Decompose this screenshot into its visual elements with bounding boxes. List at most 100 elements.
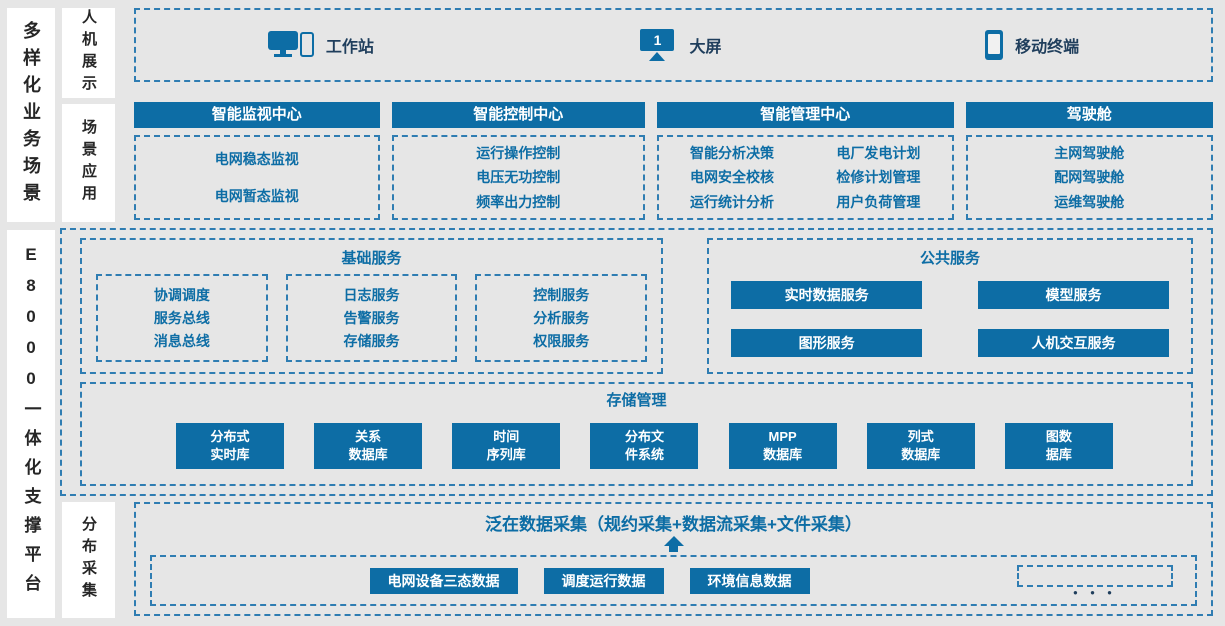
scenario-application-text: 场景应用 bbox=[80, 119, 97, 207]
storage-db-line1: 时间 bbox=[493, 429, 520, 445]
device-item-big-screen: 1 大屏 bbox=[637, 29, 721, 61]
up-arrow-icon bbox=[150, 536, 1197, 552]
scenario-item: 频率出力控制 bbox=[476, 193, 561, 210]
basic-services-title: 基础服务 bbox=[341, 250, 402, 267]
basic-service-item: 协调调度 bbox=[153, 287, 210, 303]
hmi-display-text: 人机展示 bbox=[80, 9, 97, 97]
big-screen-icon: 1 bbox=[637, 29, 677, 61]
storage-db-button: 分布式 实时库 bbox=[176, 423, 284, 469]
storage-db-button: 关系 数据库 bbox=[314, 423, 423, 469]
hmi-display-section: 工作站 1 大屏 移动终端 bbox=[134, 8, 1213, 82]
storage-db-line2: 数据库 bbox=[348, 447, 388, 462]
storage-db-line1: 关系 bbox=[355, 429, 382, 445]
basic-service-item: 日志服务 bbox=[343, 287, 400, 303]
storage-db-line1: 图数 bbox=[1045, 429, 1072, 445]
scenario-item: 智能分析决策 bbox=[690, 145, 775, 162]
storage-db-line2: 数据库 bbox=[763, 447, 803, 462]
scenario-column-body: 运行操作控制 电压无功控制 频率出力控制 bbox=[391, 135, 645, 220]
storage-db-line1: 分布式 bbox=[210, 429, 250, 445]
storage-management-title: 存储管理 bbox=[606, 392, 667, 409]
scenario-column-cockpit: 驾驶舱 主网驾驶舱 配网驾驶舱 运维驾驶舱 bbox=[965, 102, 1213, 220]
storage-db-line2: 数据库 bbox=[901, 447, 941, 462]
storage-button-row: 分布式 实时库 关系 数据库 时间 序列库 分布文 件系统 MPP 数据库 bbox=[92, 416, 1181, 476]
arrow-stem-shape bbox=[669, 546, 678, 552]
scenario-column-monitoring: 智能监视中心 电网稳态监视 电网暂态监视 bbox=[134, 102, 380, 220]
e8000-platform-section: 基础服务 协调调度 服务总线 消息总线 日志服务 告警服务 存储服务 控制服务 bbox=[60, 228, 1213, 496]
scenario-item: 运行统计分析 bbox=[690, 193, 775, 210]
rail-hmi-display-label: 人机展示 bbox=[62, 8, 115, 98]
storage-db-line2: 实时库 bbox=[210, 447, 250, 462]
screen-panel-shape: 1 bbox=[640, 29, 675, 51]
storage-db-line2: 序列库 bbox=[486, 447, 526, 462]
basic-services-box: 基础服务 协调调度 服务总线 消息总线 日志服务 告警服务 存储服务 控制服务 bbox=[80, 238, 664, 374]
rail-distributed-collection-label: 分布采集 bbox=[62, 502, 115, 618]
distributed-collection-text: 分布采集 bbox=[80, 516, 97, 604]
more-data-placeholder: ● ● ● bbox=[1017, 564, 1173, 597]
scenario-item: 检修计划管理 bbox=[836, 169, 921, 186]
public-services-title: 公共服务 bbox=[920, 250, 981, 267]
device-item-workstation: 工作站 bbox=[267, 29, 374, 61]
storage-db-button: 列式 数据库 bbox=[866, 423, 975, 469]
collection-data-button: 电网设备三态数据 bbox=[369, 567, 518, 594]
screen-stand-shape bbox=[649, 52, 666, 61]
scenario-column-header: 智能管理中心 bbox=[656, 102, 954, 128]
storage-management-box: 存储管理 分布式 实时库 关系 数据库 时间 序列库 分布文 件系统 bbox=[80, 382, 1193, 486]
collection-data-button: 环境信息数据 bbox=[689, 567, 810, 594]
scenario-item: 运维驾驶舱 bbox=[1054, 193, 1125, 210]
scenario-item: 电网安全校核 bbox=[690, 169, 775, 186]
screen-badge: 1 bbox=[653, 32, 662, 48]
storage-db-line2: 据库 bbox=[1045, 447, 1072, 462]
rail-business-scenarios-label: 多样化业务场景 bbox=[7, 8, 55, 222]
scenario-column-header: 智能控制中心 bbox=[391, 102, 645, 128]
collection-button-group: 电网设备三态数据 调度运行数据 环境信息数据 bbox=[174, 567, 1005, 594]
scenario-item: 主网驾驶舱 bbox=[1054, 145, 1125, 162]
storage-db-line2: 件系统 bbox=[624, 447, 664, 462]
scenario-column-header: 驾驶舱 bbox=[965, 102, 1213, 128]
basic-service-group: 日志服务 告警服务 存储服务 bbox=[285, 274, 458, 362]
platform-services-row: 基础服务 协调调度 服务总线 消息总线 日志服务 告警服务 存储服务 控制服务 bbox=[80, 238, 1193, 374]
basic-service-item: 存储服务 bbox=[343, 333, 400, 349]
scenario-subcolumn: 电厂发电计划 检修计划管理 用户负荷管理 bbox=[836, 141, 920, 214]
storage-db-line1: 列式 bbox=[907, 429, 934, 445]
scenario-subcolumn: 智能分析决策 电网安全校核 运行统计分析 bbox=[690, 141, 774, 214]
device-label: 移动终端 bbox=[1015, 39, 1080, 56]
device-item-mobile: 移动终端 bbox=[985, 30, 1079, 60]
more-data-placeholder-box bbox=[1017, 564, 1173, 587]
data-collection-section: 泛在数据采集（规约采集+数据流采集+文件采集） 电网设备三态数据 调度运行数据 … bbox=[134, 502, 1213, 616]
scenario-application-section: 智能监视中心 电网稳态监视 电网暂态监视 智能控制中心 运行操作控制 电压无功控… bbox=[134, 102, 1213, 220]
collection-inner-box: 电网设备三态数据 调度运行数据 环境信息数据 ● ● ● bbox=[150, 555, 1197, 606]
public-service-button: 模型服务 bbox=[978, 281, 1169, 310]
scenario-item: 电网暂态监视 bbox=[214, 187, 299, 204]
public-service-button: 图形服务 bbox=[731, 328, 923, 357]
public-service-button: 人机交互服务 bbox=[978, 328, 1169, 357]
workstation-icon bbox=[267, 29, 314, 61]
business-scenarios-text: 多样化业务场景 bbox=[21, 20, 41, 210]
collection-title: 泛在数据采集（规约采集+数据流采集+文件采集） bbox=[485, 515, 862, 534]
storage-db-button: 分布文 件系统 bbox=[590, 423, 699, 469]
device-label: 工作站 bbox=[325, 39, 374, 56]
basic-service-item: 分析服务 bbox=[533, 310, 590, 326]
basic-service-item: 告警服务 bbox=[343, 310, 400, 326]
basic-service-item: 控制服务 bbox=[533, 287, 590, 303]
storage-db-line1: 分布文 bbox=[624, 429, 664, 445]
scenario-item: 运行操作控制 bbox=[476, 145, 561, 162]
scenario-column-body: 主网驾驶舱 配网驾驶舱 运维驾驶舱 bbox=[965, 135, 1213, 220]
basic-service-item: 消息总线 bbox=[153, 333, 210, 349]
scenario-item: 用户负荷管理 bbox=[836, 193, 921, 210]
storage-db-button: 图数 据库 bbox=[1004, 423, 1113, 469]
public-service-grid: 实时数据服务 模型服务 图形服务 人机交互服务 bbox=[719, 274, 1181, 364]
storage-db-line1: MPP bbox=[768, 429, 797, 445]
scenario-column-body: 智能分析决策 电网安全校核 运行统计分析 电厂发电计划 检修计划管理 用户负荷管… bbox=[656, 135, 954, 220]
basic-service-item: 权限服务 bbox=[533, 333, 590, 349]
scenario-item: 配网驾驶舱 bbox=[1054, 169, 1125, 186]
public-services-box: 公共服务 实时数据服务 模型服务 图形服务 人机交互服务 bbox=[707, 238, 1193, 374]
scenario-column-control: 智能控制中心 运行操作控制 电压无功控制 频率出力控制 bbox=[391, 102, 645, 220]
monitor-shape bbox=[267, 31, 298, 57]
scenario-item: 电厂发电计划 bbox=[836, 145, 921, 162]
storage-db-button: MPP 数据库 bbox=[728, 423, 837, 469]
basic-service-groups: 协调调度 服务总线 消息总线 日志服务 告警服务 存储服务 控制服务 分析服务 … bbox=[92, 274, 651, 364]
public-service-button: 实时数据服务 bbox=[731, 281, 923, 310]
scenario-item: 电压无功控制 bbox=[476, 169, 561, 186]
mobile-terminal-icon bbox=[985, 30, 1004, 60]
basic-service-group: 协调调度 服务总线 消息总线 bbox=[96, 274, 268, 362]
